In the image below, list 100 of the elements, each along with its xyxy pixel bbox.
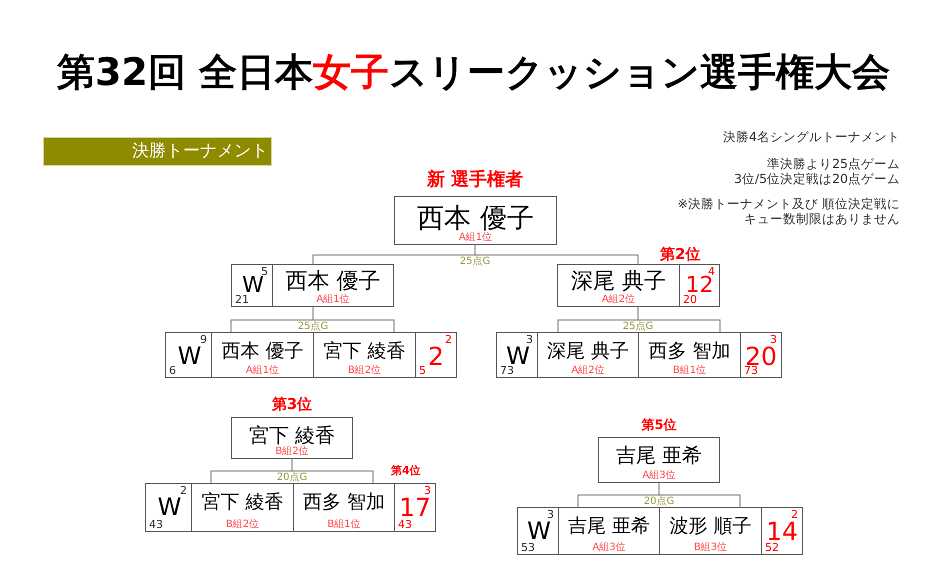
win-mark: W: [242, 277, 264, 296]
player-name: 深尾 典子: [571, 268, 666, 293]
player-box: [598, 437, 720, 483]
player-box: [231, 417, 353, 459]
group-rank: A組3位: [642, 471, 676, 481]
edge-label: 25点G: [622, 322, 654, 332]
place-label: 第2位: [660, 247, 700, 262]
group-rank: B組2位: [226, 520, 260, 530]
edge-label: 25点G: [298, 322, 328, 332]
bracket-line: [474, 244, 638, 264]
corner-number: 5: [419, 365, 426, 376]
bracket-line: [312, 306, 394, 332]
player-cell: [211, 332, 314, 378]
win-mark: W: [527, 521, 551, 542]
score-number: 2: [428, 346, 444, 368]
superscript-number: 5: [261, 266, 268, 277]
score-cell: [415, 332, 457, 378]
group-rank: A組2位: [602, 295, 636, 305]
win-cell: [165, 332, 212, 378]
player-box: [557, 264, 680, 307]
player-name: 宮下 綾香: [248, 422, 336, 445]
note-text: ※決勝トーナメント及び 順位決定戦にキュー数制限はありません: [676, 196, 900, 226]
corner-number: 43: [398, 519, 412, 530]
player-name: 吉尾 亜希: [616, 442, 702, 465]
player-box: [394, 196, 557, 245]
corner-number: 20: [683, 294, 697, 305]
group-rank: B組2位: [275, 447, 309, 457]
group-rank: A組3位: [592, 543, 626, 553]
player-cell: [191, 483, 294, 532]
superscript-number: 2: [180, 485, 187, 496]
score-cell: [761, 507, 803, 555]
bracket-line: [638, 306, 720, 332]
win-cell: [517, 507, 559, 555]
player-name: 西多 智加: [648, 339, 731, 361]
score-cell: [394, 483, 436, 532]
edge-label: 20点G: [644, 497, 674, 507]
superscript-number: 3: [424, 485, 431, 496]
group-rank: B組1位: [327, 520, 361, 530]
group-rank: A組1位: [316, 295, 350, 305]
edge-label: 20点G: [276, 473, 308, 483]
win-mark: W: [506, 346, 530, 366]
player-box: [272, 264, 394, 307]
player-cell: [293, 483, 395, 532]
note-text: 準決勝より25点ゲーム: [767, 156, 900, 171]
player-cell: [638, 332, 741, 378]
superscript-number: 2: [445, 334, 452, 345]
bracket-line: [658, 482, 740, 508]
player-cell: [537, 332, 639, 378]
player-name: 吉尾 亜希: [568, 514, 650, 536]
score-number: 12: [686, 277, 714, 296]
player-name: 西本 優子: [221, 339, 304, 361]
section-heading: 決勝トーナメント: [132, 143, 268, 160]
note-text: 3位/5位決定戦は20点ゲーム: [734, 171, 900, 186]
player-name: 西本 優子: [286, 268, 380, 293]
place-label: 第4位: [391, 465, 421, 476]
corner-number: 6: [169, 365, 176, 376]
group-rank: B組3位: [694, 543, 728, 553]
edge-label: 25点G: [460, 257, 490, 267]
player-cell: [313, 332, 416, 378]
player-cell: [659, 507, 762, 555]
superscript-number: 3: [526, 334, 533, 345]
win-mark: W: [158, 497, 182, 518]
win-cell: [496, 332, 538, 378]
corner-number: 21: [235, 294, 249, 305]
score-number: 17: [399, 497, 431, 518]
section-band: [43, 137, 272, 166]
group-rank: A組1位: [246, 366, 280, 376]
group-rank: B組2位: [348, 366, 382, 376]
place-label: 第3位: [272, 397, 312, 412]
superscript-number: 3: [547, 509, 554, 520]
note-text: 決勝4名シングルトーナメント: [723, 129, 900, 144]
score-cell: [679, 264, 720, 307]
win-mark: W: [178, 346, 202, 366]
place-label: 新 選手権者: [426, 171, 524, 189]
superscript-number: 2: [791, 509, 798, 520]
win-cell: [145, 483, 192, 532]
player-name: 西多 智加: [302, 490, 386, 512]
group-rank: B組1位: [672, 366, 706, 376]
superscript-number: 4: [708, 266, 715, 277]
bracket-line: [292, 458, 374, 484]
player-name: 深尾 典子: [546, 339, 630, 361]
player-cell: [558, 507, 660, 555]
player-name: 西本 優子: [417, 202, 534, 232]
place-label: 第5位: [641, 419, 677, 432]
score-cell: [740, 332, 782, 378]
corner-number: 73: [500, 365, 514, 376]
player-name: 波形 順子: [669, 514, 752, 536]
player-name: 宮下 綾香: [201, 490, 284, 512]
corner-number: 73: [744, 365, 758, 376]
title: 第32回 全日本女子スリークッション選手権大会: [56, 53, 890, 91]
score-number: 14: [766, 521, 798, 542]
group-rank: A組2位: [571, 366, 605, 376]
corner-number: 53: [521, 542, 535, 553]
corner-number: 43: [149, 519, 163, 530]
group-rank: A組1位: [458, 233, 492, 243]
player-name: 宮下 綾香: [323, 339, 406, 361]
superscript-number: 9: [200, 334, 207, 345]
superscript-number: 3: [770, 334, 777, 345]
corner-number: 52: [765, 542, 779, 553]
win-cell: [231, 264, 273, 307]
